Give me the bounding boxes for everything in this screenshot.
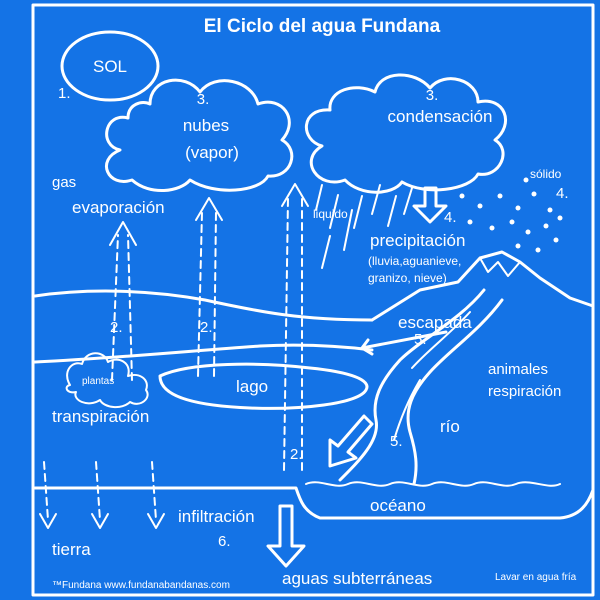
ocean-label: océano [370, 496, 426, 515]
cloud-right-label: condensación [388, 107, 493, 126]
river-step-number: 5. [390, 433, 403, 450]
infiltration-label: infiltración [178, 507, 255, 526]
diagram-title: El Ciclo del agua Fundana [204, 16, 441, 37]
mountain-snowcap [479, 257, 521, 277]
footer-brand: ™Fundana www.fundanabandanas.com [52, 580, 230, 591]
precipitation-label: precipitación [370, 231, 465, 250]
precipitation-step-number: 4. [444, 209, 457, 226]
river-left-bank [338, 288, 486, 482]
runoff-arrow [360, 330, 448, 356]
solid-step-number: 4. [556, 185, 569, 202]
plants-label: plantas [82, 376, 114, 387]
lake-shape [158, 362, 369, 410]
gas-state-label: gas [52, 174, 76, 191]
liquid-state-label: liquido [313, 207, 348, 221]
rain-streaks [315, 184, 413, 269]
groundwater-label: aguas subterráneas [282, 569, 432, 588]
cloud-left-shape [105, 78, 294, 193]
river-right-bank [406, 298, 504, 486]
cloud-left-label: nubes [183, 116, 229, 135]
solid-state-label: sólido [530, 167, 562, 181]
infiltration-step-number: 6. [218, 533, 231, 550]
precipitation-arrow [412, 186, 448, 224]
river-label: río [440, 417, 460, 436]
transpiration-label: transpiración [52, 407, 149, 426]
sun-shape [60, 30, 160, 102]
cloud-left-sublabel: (vapor) [185, 143, 239, 162]
footer-care-text: Lavar en agua fría [495, 572, 577, 583]
infiltration-arrow [266, 504, 306, 568]
evaporation-step-number-b: 2. [200, 319, 213, 336]
evaporation-arrow-right [281, 183, 309, 471]
lake-label: lago [236, 377, 268, 396]
river-flow-arrow [328, 414, 374, 468]
ocean-waves [305, 481, 561, 487]
evaporation-step-number-a: 2. [110, 319, 123, 336]
hills-line [33, 289, 374, 322]
cloud-right-shape [305, 73, 507, 194]
sun-step-number: 1. [58, 85, 71, 102]
sun-label: SOL [93, 57, 127, 76]
precipitation-detail-line1: (lluvia,aguanieve, [368, 254, 461, 268]
mountain-shape [370, 250, 595, 322]
lake-shore-line [33, 343, 374, 364]
cloud-left-number: 3. [197, 91, 210, 108]
evaporation-label: evaporación [72, 198, 165, 217]
frame-border [31, 3, 595, 597]
cloud-right-number: 3. [426, 87, 439, 104]
respiration-label: respiración [488, 383, 561, 400]
plants-shape [65, 352, 149, 408]
river-current-lines [393, 311, 471, 441]
snow-dots [459, 177, 563, 253]
ground-surface-line [33, 486, 595, 520]
precipitation-detail-line2: granizo, nieve) [368, 271, 447, 285]
soil-label: tierra [52, 540, 91, 559]
evaporation-step-number-c: 2. [290, 446, 303, 463]
animals-label: animales [488, 361, 548, 378]
infiltration-rain-arrows [39, 461, 165, 529]
